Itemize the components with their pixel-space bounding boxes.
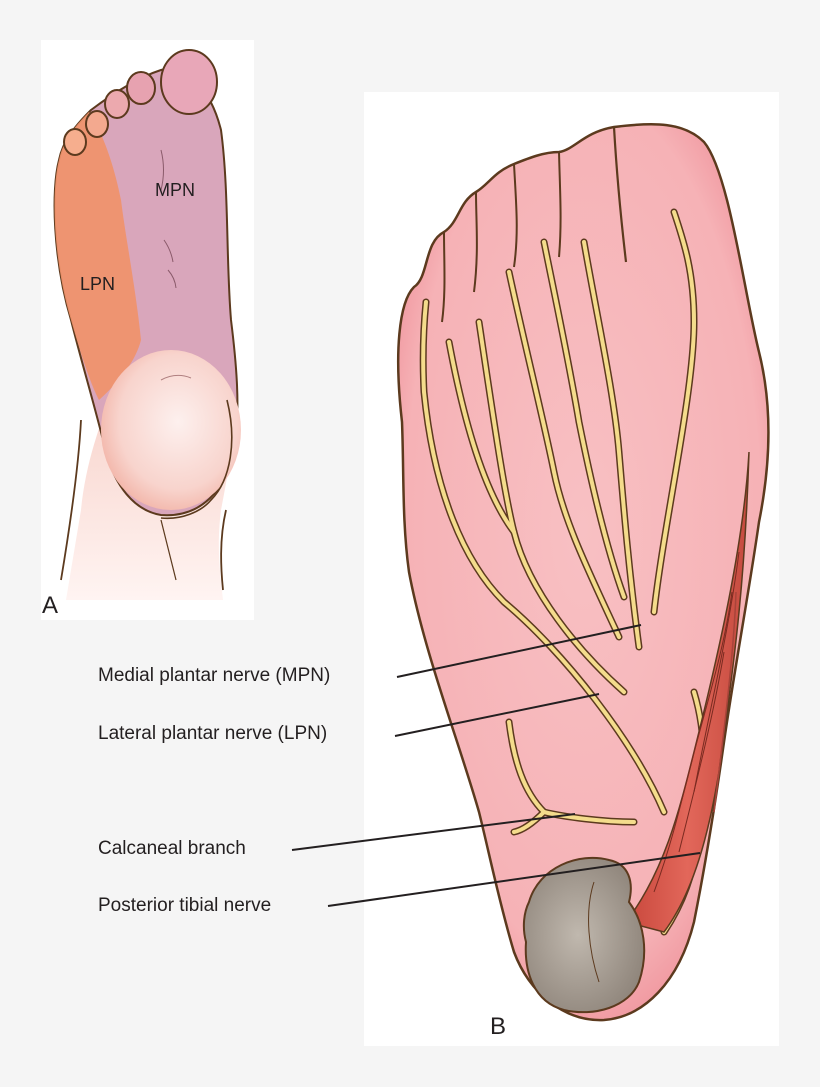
panel-a-letter: A — [42, 592, 59, 619]
callout-posterior-tibial-nerve: Posterior tibial nerve — [98, 895, 272, 916]
foot-sole-illustration — [53, 49, 241, 600]
callout-lateral-plantar-nerve: Lateral plantar nerve (LPN) — [98, 723, 328, 744]
panel-a-plantar-sensory-map: MPN LPN A — [41, 40, 254, 620]
panel-b-letter: B — [490, 1013, 507, 1040]
callout-calcaneal-branch: Calcaneal branch — [98, 838, 246, 859]
lpn-region-label: LPN — [80, 274, 116, 294]
callout-medial-plantar-nerve: Medial plantar nerve (MPN) — [98, 665, 331, 686]
panel-b-plantar-nerve-anatomy: B — [364, 92, 779, 1046]
mpn-region-label: MPN — [155, 180, 195, 200]
foot-nerve-illustration — [396, 123, 770, 1022]
